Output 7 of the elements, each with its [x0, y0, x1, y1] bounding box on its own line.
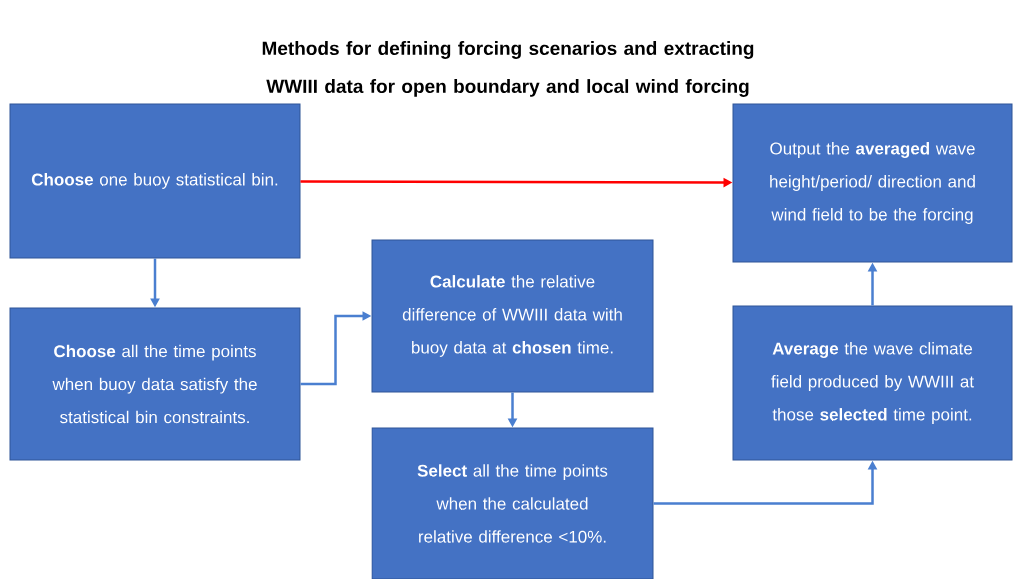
process-box: Select all the time points when the calculated relative difference <10%. — [371, 427, 654, 579]
process-box: Choose one buoy statistical bin. — [9, 103, 301, 259]
process-box: Choose all the time points when buoy data satisfy the statistical bin constraints. — [9, 307, 301, 461]
title: Methods for defining forcing scenarios and extracting WWIII data for open boundary and local wind forcing — [262, 41, 754, 97]
process-box: Output the averaged wave height/period/ direction and wind field to be the forcing — [732, 103, 1013, 263]
process-box: Calculate the relative difference of WWIII data with buoy data at chosen time. — [371, 239, 654, 393]
process-box: Average the wave climate field produced by WWIII at those selected time point. — [732, 305, 1013, 461]
